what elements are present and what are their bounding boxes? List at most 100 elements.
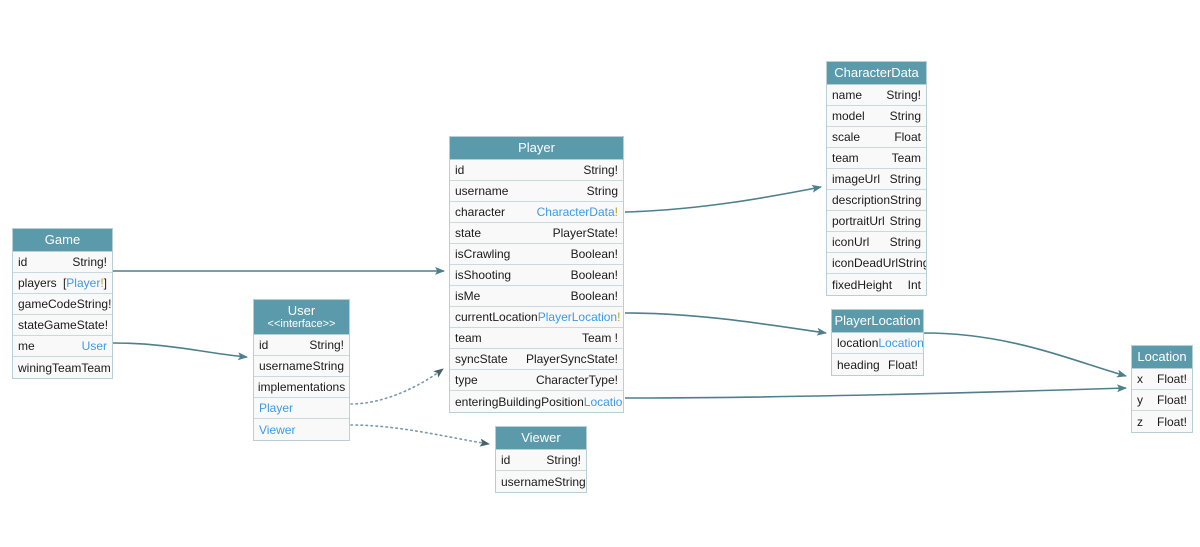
entity-characterdata-name: CharacterData bbox=[834, 65, 919, 80]
table-row[interactable]: players [Player!] bbox=[13, 273, 112, 294]
table-row[interactable]: username String bbox=[496, 471, 586, 492]
entity-characterdata[interactable]: CharacterData name String! model String … bbox=[826, 61, 927, 296]
field-type: String bbox=[889, 235, 921, 249]
field-name: z bbox=[1137, 414, 1143, 429]
field-name: Viewer bbox=[259, 422, 296, 437]
table-row[interactable]: isShooting Boolean! bbox=[450, 265, 623, 286]
entity-location-name: Location bbox=[1137, 349, 1187, 364]
entity-location-title: Location bbox=[1132, 346, 1192, 369]
table-row[interactable]: gameCode String! bbox=[13, 294, 112, 315]
field-name: implementations bbox=[257, 380, 346, 394]
field-type: String! bbox=[309, 338, 344, 352]
table-row[interactable]: id String! bbox=[13, 252, 112, 273]
field-type: String! bbox=[886, 88, 921, 102]
table-row[interactable]: syncState PlayerSyncState! bbox=[450, 349, 623, 370]
field-type: String! bbox=[76, 297, 112, 311]
table-row[interactable]: currentLocation PlayerLocation! bbox=[450, 307, 623, 328]
table-row[interactable]: team Team bbox=[827, 148, 926, 169]
entity-location[interactable]: Location x Float! y Float! z Float! bbox=[1131, 345, 1193, 433]
table-row[interactable]: x Float! bbox=[1132, 369, 1192, 390]
field-type: Team bbox=[81, 360, 111, 375]
table-row[interactable]: z Float! bbox=[1132, 411, 1192, 432]
field-name: me bbox=[18, 339, 35, 353]
field-name: x bbox=[1137, 372, 1143, 386]
field-type: String bbox=[889, 109, 921, 123]
field-name: iconDeadUrl bbox=[832, 256, 899, 270]
field-type: Team bbox=[891, 151, 921, 165]
field-name: iconUrl bbox=[832, 235, 870, 249]
table-row[interactable]: heading Float! bbox=[832, 354, 923, 375]
field-type: Location! bbox=[878, 336, 923, 350]
table-row[interactable]: id String! bbox=[496, 450, 586, 471]
field-name: scale bbox=[832, 130, 861, 144]
edge-user-player-implementation bbox=[350, 368, 444, 405]
entity-player[interactable]: Player id String! username String charac… bbox=[449, 136, 624, 413]
table-row[interactable]: portraitUrl String bbox=[827, 211, 926, 232]
entity-user[interactable]: User <<interface>> id String! username S… bbox=[253, 299, 350, 441]
field-type: String bbox=[554, 474, 586, 489]
entity-game[interactable]: Game id String! players [Player!] gameCo… bbox=[12, 228, 113, 379]
field-name: username bbox=[501, 474, 555, 489]
table-row[interactable]: location Location! bbox=[832, 333, 923, 354]
entity-playerlocation[interactable]: PlayerLocation location Location! headin… bbox=[831, 309, 924, 376]
field-type: Team ! bbox=[581, 331, 618, 345]
table-row[interactable]: username String bbox=[450, 181, 623, 202]
field-type: String! bbox=[72, 255, 107, 269]
table-row[interactable]: id String! bbox=[254, 335, 349, 356]
entity-characterdata-title: CharacterData bbox=[827, 62, 926, 85]
table-row[interactable]: imageUrl String bbox=[827, 169, 926, 190]
field-name: id bbox=[501, 453, 511, 467]
entity-viewer[interactable]: Viewer id String! username String bbox=[495, 426, 587, 493]
field-name: portraitUrl bbox=[832, 214, 885, 228]
field-type: Boolean! bbox=[570, 268, 618, 282]
table-row[interactable]: model String bbox=[827, 106, 926, 127]
entity-viewer-name: Viewer bbox=[521, 430, 561, 445]
table-row[interactable]: enteringBuildingPosition Location bbox=[450, 391, 623, 412]
field-name: model bbox=[832, 109, 865, 123]
field-type: [Player!] bbox=[62, 276, 107, 290]
table-row[interactable]: Viewer bbox=[254, 419, 349, 440]
table-row[interactable]: winingTeam Team bbox=[13, 357, 112, 378]
field-type: String! bbox=[546, 453, 581, 467]
field-type: String bbox=[889, 214, 921, 228]
table-row[interactable]: team Team ! bbox=[450, 328, 623, 349]
field-type: Float bbox=[894, 130, 921, 144]
edge-user-viewer-implementation bbox=[350, 424, 490, 447]
field-name: currentLocation bbox=[455, 310, 538, 324]
field-type: String bbox=[312, 359, 344, 373]
field-name: winingTeam bbox=[18, 360, 82, 375]
table-row[interactable]: name String! bbox=[827, 85, 926, 106]
entity-user-name: User bbox=[287, 303, 316, 318]
table-row[interactable]: y Float! bbox=[1132, 390, 1192, 411]
table-row[interactable]: state PlayerState! bbox=[450, 223, 623, 244]
field-type: String bbox=[898, 256, 926, 270]
table-row[interactable]: id String! bbox=[450, 160, 623, 181]
field-type: Float! bbox=[1156, 414, 1187, 429]
field-type: Boolean! bbox=[570, 247, 618, 261]
entity-user-title: User <<interface>> bbox=[254, 300, 349, 335]
table-row[interactable]: type CharacterType! bbox=[450, 370, 623, 391]
table-row[interactable]: iconUrl String bbox=[827, 232, 926, 253]
field-name: type bbox=[455, 373, 478, 387]
table-row[interactable]: iconDeadUrl String bbox=[827, 253, 926, 274]
entity-game-name: Game bbox=[44, 232, 81, 247]
table-row[interactable]: username String bbox=[254, 356, 349, 377]
field-type: Boolean! bbox=[570, 289, 618, 303]
field-name: fixedHeight bbox=[832, 277, 893, 292]
table-row[interactable]: description String bbox=[827, 190, 926, 211]
table-row[interactable]: scale Float bbox=[827, 127, 926, 148]
table-row[interactable]: fixedHeight Int bbox=[827, 274, 926, 295]
table-row[interactable]: isCrawling Boolean! bbox=[450, 244, 623, 265]
field-name: Player bbox=[259, 401, 294, 415]
field-type: PlayerSyncState! bbox=[525, 352, 618, 366]
table-row[interactable]: me User bbox=[13, 336, 112, 357]
field-type: String! bbox=[583, 163, 618, 177]
table-row[interactable]: Player bbox=[254, 398, 349, 419]
field-type: PlayerState! bbox=[552, 226, 618, 240]
field-type: User bbox=[81, 339, 107, 353]
table-row[interactable]: state GameState! bbox=[13, 315, 112, 336]
implementations-header-row: implementations bbox=[254, 377, 349, 398]
table-row[interactable]: isMe Boolean! bbox=[450, 286, 623, 307]
table-row[interactable]: character CharacterData! bbox=[450, 202, 623, 223]
